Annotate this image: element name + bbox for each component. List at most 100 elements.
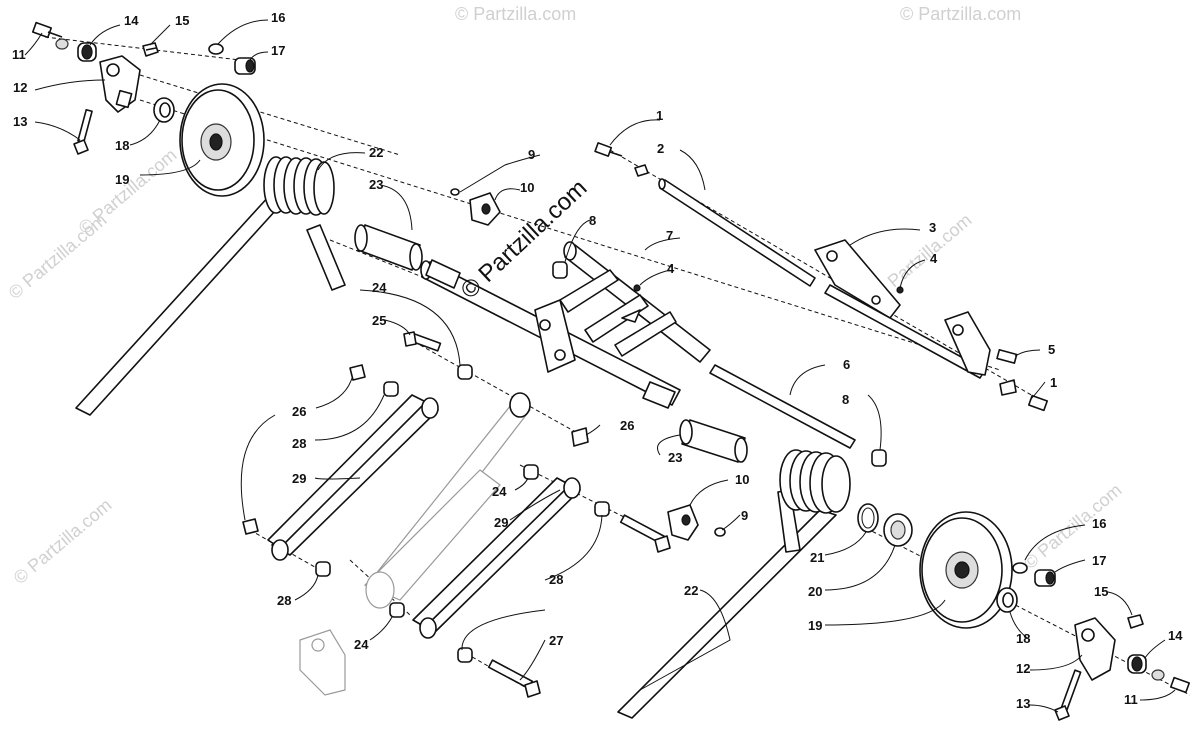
crossbar-to-bracket-5 xyxy=(824,284,986,379)
callout-19: 19 xyxy=(115,172,129,187)
nut-left xyxy=(55,38,69,50)
callout-29: 29 xyxy=(494,515,508,530)
callout-17: 17 xyxy=(1092,553,1106,568)
ring-16-left xyxy=(208,43,224,55)
callout-15: 15 xyxy=(175,13,189,28)
bolt-11-left xyxy=(31,21,63,39)
bushing-28-right-lower xyxy=(457,647,473,663)
callout-26: 26 xyxy=(292,404,306,419)
left-mount-group xyxy=(31,21,256,155)
bolt-27-upper xyxy=(619,514,671,553)
ring-16-right xyxy=(1012,562,1028,574)
callout-10: 10 xyxy=(520,180,534,195)
spacer-24-lower xyxy=(389,602,405,618)
callout-26: 26 xyxy=(620,418,634,433)
spacer-17-right xyxy=(1034,569,1056,587)
callout-16: 16 xyxy=(271,10,285,25)
idler-wheel-19-right xyxy=(919,511,1013,629)
callout-28: 28 xyxy=(292,436,306,451)
clip-9-upper xyxy=(450,188,460,196)
callout-1: 1 xyxy=(656,108,663,123)
leader-lines xyxy=(24,19,1176,713)
link-29-right xyxy=(412,477,581,639)
bolt-13-right xyxy=(1054,669,1082,721)
callout-23: 23 xyxy=(668,450,682,465)
nut-26-right xyxy=(571,427,589,447)
callout-11: 11 xyxy=(12,47,26,62)
bracket-3 xyxy=(814,239,901,319)
watermark-corner: © Partzilla.com xyxy=(10,495,116,588)
bolt-13-left xyxy=(73,108,93,155)
nut-15-right xyxy=(1127,614,1144,629)
spacer-24-mid xyxy=(523,464,539,480)
bushing-28-right xyxy=(594,501,610,517)
bushing-28-lower xyxy=(315,561,331,577)
callout-8: 8 xyxy=(842,392,849,407)
bearing-20 xyxy=(883,513,913,547)
torsion-spring-22-left xyxy=(75,156,346,416)
callout-7: 7 xyxy=(666,228,673,243)
callout-8: 8 xyxy=(589,213,596,228)
callout-18: 18 xyxy=(115,138,129,153)
callout-27: 27 xyxy=(549,633,563,648)
spacer-24-upper xyxy=(457,364,473,380)
callout-11: 11 xyxy=(1124,692,1138,707)
callout-2: 2 xyxy=(657,141,664,156)
bushing-8-lower xyxy=(871,449,887,467)
bushing-14-right xyxy=(1127,654,1147,674)
callout-28: 28 xyxy=(549,572,563,587)
watermark-corner: © Partzilla.com xyxy=(455,4,576,24)
sleeve-23-lower xyxy=(679,419,748,463)
callout-18: 18 xyxy=(1016,631,1030,646)
main-shaft-assembly-7 xyxy=(420,241,711,409)
watermark-corner: © Partzilla.com xyxy=(900,4,1021,24)
spacer-17-left xyxy=(234,57,256,75)
watermark-corner: © Partzilla.com xyxy=(75,145,181,238)
snap-ring-21 xyxy=(857,503,879,533)
callout-19: 19 xyxy=(808,618,822,633)
rod-2 xyxy=(658,178,816,287)
watermark-corner: © Partzilla.com xyxy=(1020,480,1126,573)
callout-14: 14 xyxy=(1168,628,1183,643)
callout-16: 16 xyxy=(1092,516,1106,531)
callout-24: 24 xyxy=(354,637,369,652)
callout-14: 14 xyxy=(124,13,139,28)
callout-9: 9 xyxy=(741,508,748,523)
callout-6: 6 xyxy=(843,357,850,372)
nut-26-lower xyxy=(242,518,259,535)
link-29-left xyxy=(267,394,439,561)
callout-28: 28 xyxy=(277,593,291,608)
pin-4-center xyxy=(633,284,641,292)
bracket-12-right xyxy=(1074,617,1116,681)
callout-25: 25 xyxy=(372,313,386,328)
bolt-5 xyxy=(996,349,1018,364)
callout-29: 29 xyxy=(292,471,306,486)
callout-22: 22 xyxy=(369,145,383,160)
callout-21: 21 xyxy=(810,550,824,565)
callout-23: 23 xyxy=(369,177,383,192)
nut-26-left xyxy=(349,364,366,381)
callout-13: 13 xyxy=(1016,696,1030,711)
callout-22: 22 xyxy=(684,583,698,598)
callout-5: 5 xyxy=(1048,342,1055,357)
nut-rod-left xyxy=(634,164,649,177)
callout-1: 1 xyxy=(1050,375,1057,390)
callout-4: 4 xyxy=(667,261,675,276)
callout-24: 24 xyxy=(492,484,507,499)
idler-wheel-19-left xyxy=(179,83,265,197)
callout-12: 12 xyxy=(13,80,27,95)
block-10-lower xyxy=(667,504,699,541)
bolt-25 xyxy=(403,331,442,352)
callout-3: 3 xyxy=(929,220,936,235)
callout-12: 12 xyxy=(1016,661,1030,676)
sleeve-23-upper xyxy=(354,224,423,271)
bushing-28-upper xyxy=(383,381,399,397)
callout-17: 17 xyxy=(271,43,285,58)
right-mount-group xyxy=(996,562,1191,721)
callout-labels: 1 1 2 3 4 4 5 6 7 8 8 9 9 10 10 11 11 12… xyxy=(12,10,1183,711)
callout-9: 9 xyxy=(528,147,535,162)
shock-absorber xyxy=(299,392,531,696)
bolt-1-upper xyxy=(594,142,623,157)
bracket-12-left xyxy=(99,55,141,113)
